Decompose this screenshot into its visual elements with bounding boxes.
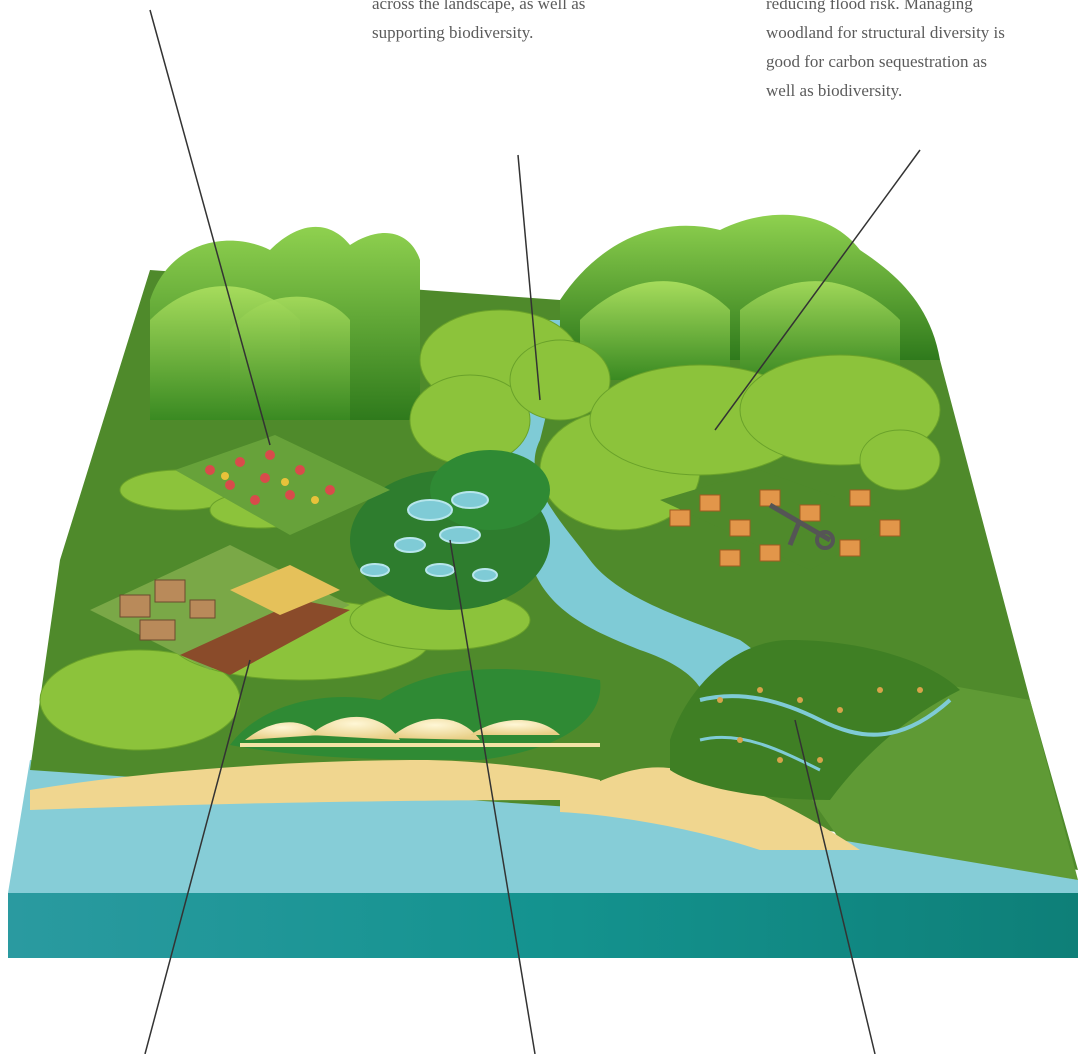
sea-side-face [8, 893, 1078, 958]
